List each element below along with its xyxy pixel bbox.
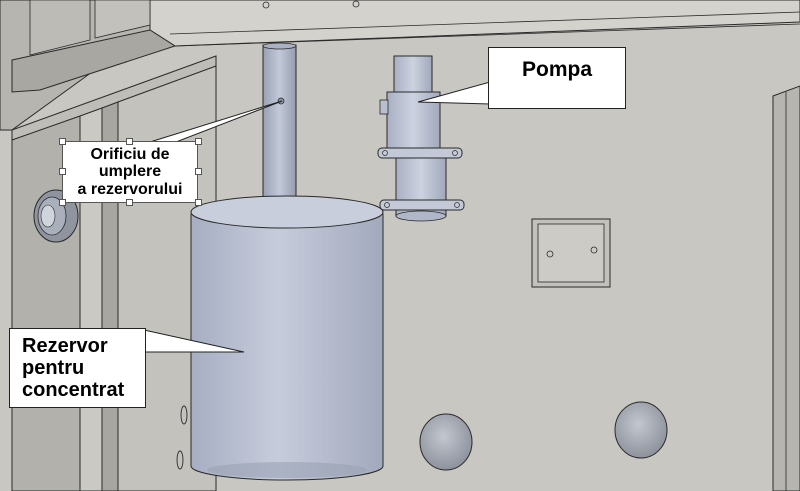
left-frame-top-plate	[94, 0, 151, 39]
bottom-port	[419, 413, 473, 471]
selection-handle[interactable]	[126, 199, 133, 206]
bottom-port	[614, 401, 668, 459]
selection-handle[interactable]	[59, 138, 66, 145]
pump-bottom-flange	[379, 199, 465, 211]
selection-handle[interactable]	[195, 199, 202, 206]
left-frame-top-plate	[29, 0, 91, 56]
callout-rezervor: Rezervor pentru concentrat	[9, 328, 146, 408]
right-frame	[772, 85, 800, 491]
screw-hole	[262, 1, 270, 9]
top-beam-edge	[169, 11, 800, 35]
callout-pompa-line: Pompa	[521, 58, 592, 81]
screw-hole	[352, 0, 360, 8]
callout-rezervor-line: Rezervor	[22, 335, 108, 357]
selection-handle[interactable]	[126, 138, 133, 145]
pump-top-block	[393, 55, 433, 97]
selection-handle[interactable]	[59, 168, 66, 175]
fill-pipe	[262, 44, 297, 211]
tank-base-shadow	[207, 462, 367, 478]
panel-hole	[176, 450, 184, 470]
flange-screw	[382, 150, 388, 156]
selection-handle[interactable]	[195, 138, 202, 145]
pump-knob	[379, 99, 389, 115]
callout-rezervor-line: pentru	[22, 357, 85, 379]
tank-lid	[190, 195, 384, 229]
fill-pipe-top	[262, 42, 297, 50]
panel-hole	[180, 405, 188, 425]
callout-rezervor-line: concentrat	[22, 379, 125, 401]
left-frame-bracket	[11, 29, 177, 93]
flange-screw	[454, 202, 460, 208]
cutout-screw	[546, 250, 554, 258]
callout-orificiu: Orificiu de umplere a rezervorului	[62, 141, 198, 203]
callout-orificiu-line: a rezervorului	[77, 180, 183, 198]
cutout-screw	[590, 246, 598, 254]
flange-screw	[452, 150, 458, 156]
callout-pompa: Pompa	[488, 47, 626, 109]
pump-motor-base	[395, 210, 447, 222]
selection-handle[interactable]	[195, 168, 202, 175]
pump-flange	[377, 147, 463, 159]
selection-handle[interactable]	[59, 199, 66, 206]
flange-screw	[384, 202, 390, 208]
hose-fitting-inner	[40, 204, 56, 228]
tank-body	[190, 213, 384, 481]
callout-orificiu-line: umplere	[98, 163, 162, 181]
top-beam-edge	[174, 23, 800, 47]
callout-orificiu-line: Orificiu de	[90, 145, 170, 163]
